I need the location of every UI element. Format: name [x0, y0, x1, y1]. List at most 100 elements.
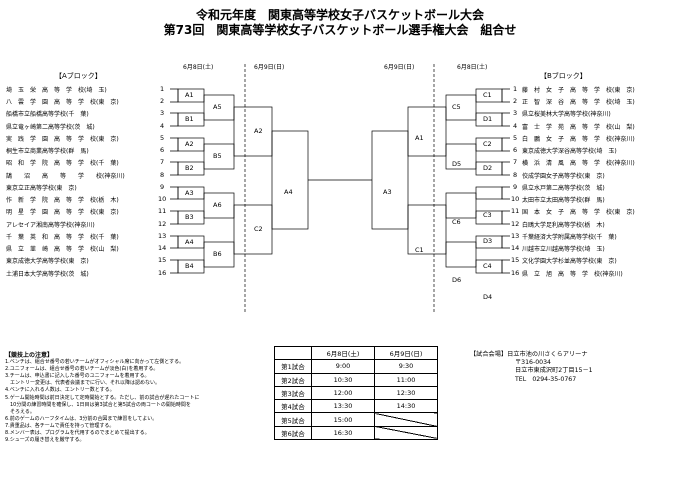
match-code-b-r2-4: D6 — [452, 276, 462, 284]
venue-tel: TEL 0294-35-0767 — [515, 375, 577, 383]
block-b-label: 【Bブロック】 — [540, 72, 587, 80]
schedule-header-cell — [274, 345, 312, 361]
team-a-8: 鵠 沼 高 等 学 校(神奈川) — [6, 173, 125, 180]
team-a-num-7: 7 — [160, 158, 165, 166]
match-code-b-r1-3: C2 — [483, 140, 492, 148]
note-line: 1.ベンチは、組合せ番号の若いチームがオフィシャル席に向かって左側とする。 — [5, 359, 185, 366]
match-code-a-r1-8: B4 — [185, 262, 194, 270]
venue-info: 【試合会場】日立市池の川さくらアリーナ 〒316-0034 日立市東成沢町2丁目… — [470, 351, 593, 384]
team-a-10: 作 新 学 院 高 等 学 校(栃 木) — [6, 197, 119, 204]
schedule-time: 9:30 — [374, 359, 438, 374]
date-left-2: 6月9日(日) — [254, 64, 285, 71]
team-a-num-13: 13 — [158, 232, 167, 240]
schedule-game-label: 第6試合 — [274, 425, 312, 441]
match-code-a-r2-4: B6 — [213, 250, 222, 258]
schedule-time: 12:00 — [311, 385, 375, 401]
team-a-num-12: 12 — [158, 220, 167, 228]
match-code-a-r3-2: C2 — [254, 225, 263, 233]
competition-notes: 【競技上の注意】 1.ベンチは、組合せ番号の若いチームがオフィシャル席に向かって… — [5, 352, 263, 444]
match-code-a-r1-7: A4 — [185, 238, 194, 246]
team-a-num-16: 16 — [158, 269, 167, 277]
notes-title: 【競技上の注意】 — [5, 352, 54, 359]
schedule-time: 11:00 — [374, 372, 438, 387]
team-b-3: 県立桜美林大学高等学校(神奈川) — [522, 111, 611, 118]
team-a-num-2: 2 — [160, 97, 165, 105]
team-a-num-5: 5 — [160, 134, 165, 142]
team-b-num-9: 9 — [513, 183, 518, 191]
schedule-row: 第1試合 9:00 9:30 — [274, 359, 438, 374]
team-a-1: 埼 玉 栄 高 等 学 校(埼 玉) — [6, 87, 107, 94]
team-a-13: 千 葉 英 和 高 等 学 校(千 葉) — [6, 234, 119, 241]
schedule-header-cell: 6月9日(日) — [374, 345, 438, 361]
schedule-empty-cell — [374, 425, 438, 441]
match-code-b-r2-2: D5 — [452, 160, 462, 168]
match-code-b-r1-2: D1 — [483, 115, 493, 123]
schedule-time: 14:30 — [374, 399, 438, 414]
date-right-1: 6月9日(日) — [384, 64, 415, 71]
match-code-center: A3 — [383, 188, 392, 196]
team-b-2: 正 智 深 谷 高 等 学 校(埼 玉) — [522, 99, 635, 106]
team-a-2: 八 雲 学 園 高 等 学 校(東 京) — [6, 99, 119, 106]
schedule-game-label: 第5試合 — [274, 412, 312, 427]
note-line: 2.ユニフォームは、組合せ番号の若いチームが淡色(白)を着用する。 — [5, 366, 159, 373]
team-b-num-10: 10 — [511, 195, 520, 203]
schedule-row: 第5試合 15:00 — [274, 412, 438, 427]
team-a-12: アレセイア湘南高等学校(神奈川) — [6, 222, 95, 229]
note-line: そろえる。 — [5, 408, 35, 415]
team-a-num-10: 10 — [158, 195, 167, 203]
match-code-b-r2-3: C6 — [452, 218, 461, 226]
team-b-5: 白 鵬 女 子 高 等 学 校(神奈川) — [522, 136, 635, 143]
team-b-10: 太田市立太田高等学校(群 馬) — [522, 197, 605, 204]
team-b-num-11: 11 — [511, 207, 520, 215]
schedule-game-label: 第4試合 — [274, 399, 312, 414]
team-b-num-5: 5 — [513, 134, 518, 142]
team-b-7: 横 浜 清 風 高 等 学 校(神奈川) — [522, 160, 635, 167]
team-b-4: 富 士 学 苑 高 等 学 校(山 梨) — [522, 124, 635, 131]
team-a-num-6: 6 — [160, 146, 165, 154]
team-a-num-9: 9 — [160, 183, 165, 191]
match-code-a-r1-6: B3 — [185, 213, 194, 221]
match-code-a-semi: A4 — [284, 188, 293, 196]
schedule-game-label: 第3試合 — [274, 385, 312, 401]
team-b-8: 佼成学園女子高等学校(東 京) — [522, 173, 605, 180]
schedule-game-label: 第1試合 — [274, 359, 312, 374]
schedule-time: 10:30 — [311, 372, 375, 387]
match-code-a-r2-3: A6 — [213, 201, 222, 209]
title-line1: 令和元年度 関東高等学校女子バスケットボール大会 — [195, 8, 484, 22]
date-left-1: 6月8日(土) — [183, 64, 214, 71]
team-b-num-13: 13 — [511, 232, 520, 240]
team-b-11: 国 本 女 子 高 等 学 校(東 京) — [522, 209, 635, 216]
date-right-2: 6月8日(土) — [457, 64, 488, 71]
team-b-num-12: 12 — [511, 220, 520, 228]
match-code-a-r2-1: A5 — [213, 103, 222, 111]
schedule-time: 16:30 — [311, 425, 375, 441]
schedule-game-label: 第2試合 — [274, 372, 312, 387]
team-b-num-15: 15 — [511, 256, 520, 264]
match-code-b-r1-5: C3 — [483, 211, 492, 219]
title-line2: 第73回 関東高等学校女子バスケットボール選手権大会 組合せ — [163, 23, 517, 37]
schedule-header-row: 6月8日(土) 6月9日(日) — [274, 345, 438, 361]
note-line: 10分間の練習時間を確保し、1日目は第3試合と第5試合の両コートの開始時間を — [5, 401, 191, 408]
team-b-num-6: 6 — [513, 146, 518, 154]
team-b-num-14: 14 — [511, 244, 520, 252]
team-b-num-8: 8 — [513, 171, 518, 179]
team-b-1: 藤 村 女 子 高 等 学 校(東 京) — [522, 87, 635, 94]
team-a-num-11: 11 — [158, 207, 167, 215]
team-a-9: 東京立正高等学校(東 京) — [6, 185, 77, 192]
venue-name: 日立市池の川さくらアリーナ — [507, 351, 588, 358]
team-b-16: 県 立 旭 高 等 学 校(神奈川) — [522, 271, 623, 278]
team-a-5: 実 践 学 園 高 等 学 校(東 京) — [6, 136, 119, 143]
team-b-num-1: 1 — [513, 85, 518, 93]
schedule-row: 第4試合 13:30 14:30 — [274, 399, 438, 414]
schedule-time: 13:30 — [311, 399, 375, 414]
schedule-table: 6月8日(土) 6月9日(日) 第1試合 9:00 9:30 第2試合 10:3… — [274, 345, 438, 441]
team-a-16: 土浦日本大学高等学校(茨 城) — [6, 271, 89, 278]
schedule-time: 12:30 — [374, 385, 438, 401]
note-line: 9.シューズの履き替えを厳守する。 — [5, 437, 85, 444]
team-a-15: 東京成徳大学高等学校(東 京) — [6, 258, 89, 265]
team-a-11: 明 星 学 園 高 等 学 校(東 京) — [6, 209, 119, 216]
match-code-b-r1-4: D2 — [483, 164, 493, 172]
venue-label: 【試合会場】 — [470, 351, 508, 358]
team-a-4: 県立竜ヶ崎第二高等学校(茨 城) — [6, 124, 95, 131]
